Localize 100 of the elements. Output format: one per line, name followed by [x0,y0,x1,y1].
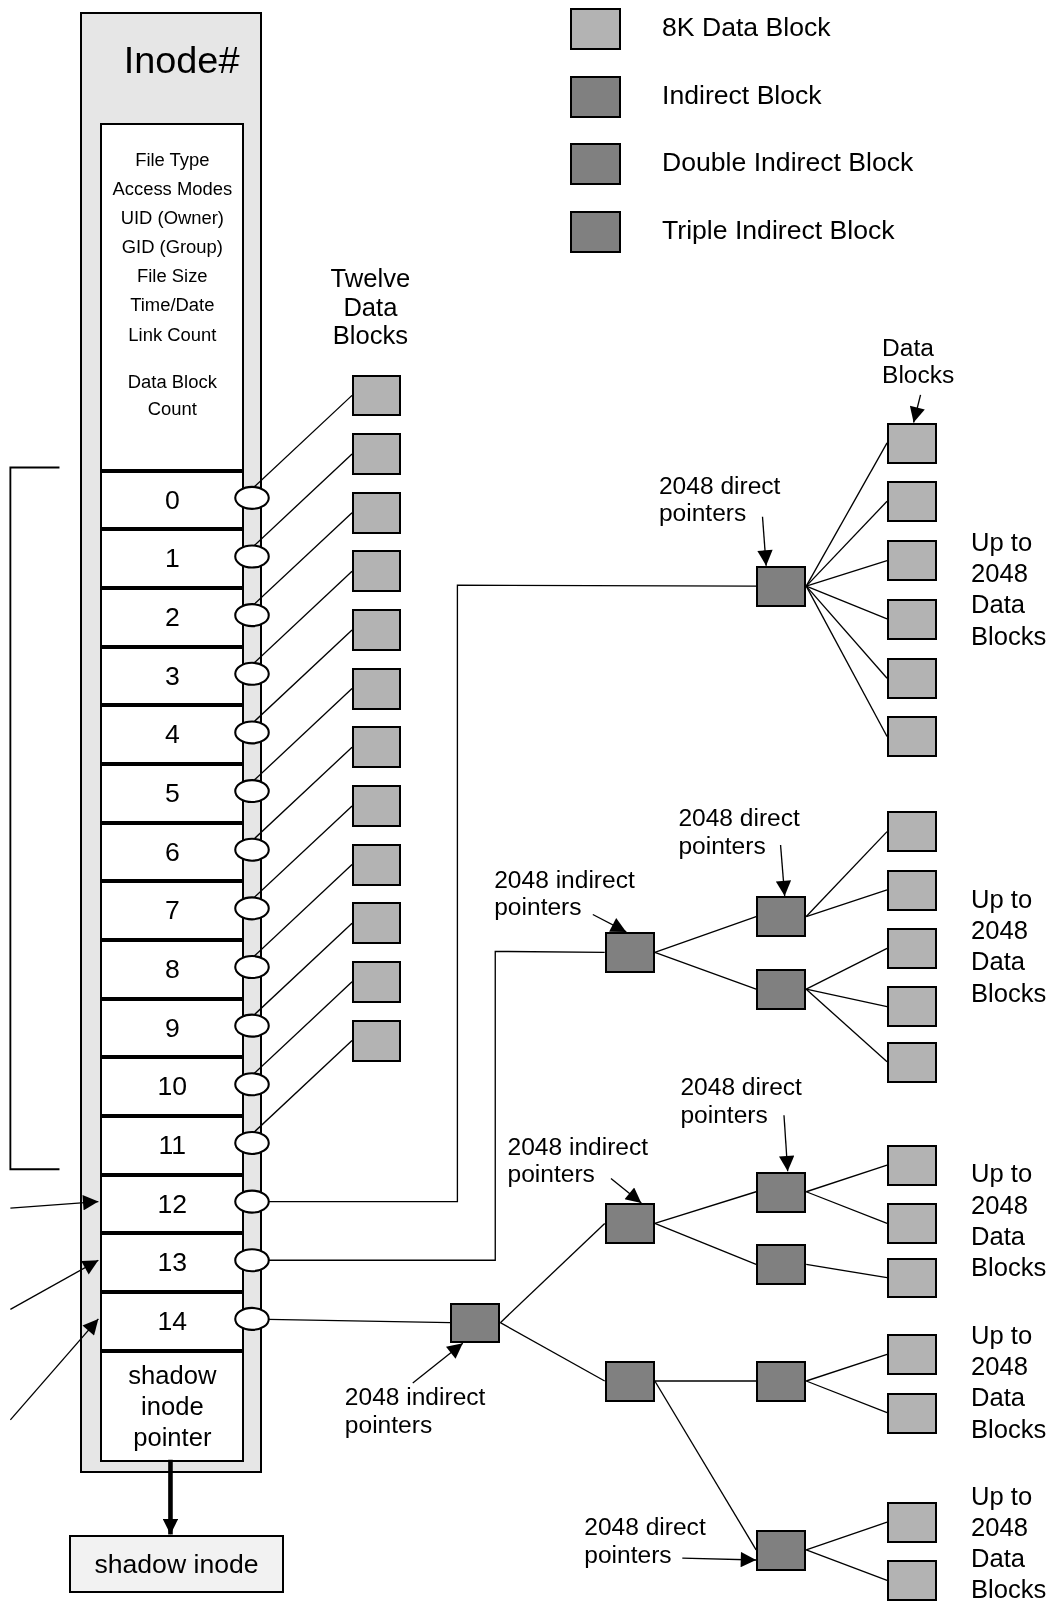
pointer-slot [100,1174,245,1234]
attribute-name: Link Count [127,322,218,347]
leader-arrow [610,1177,642,1204]
indirect-block [756,565,807,607]
data-block [887,928,938,969]
data-block [887,1203,938,1245]
group-heading: Twelve Data Blocks [329,264,412,350]
box-label: shadow inode [94,1548,259,1580]
data-block [887,540,938,582]
arrow [9,1259,99,1311]
pointer-slot [100,646,245,706]
data-block [352,491,402,534]
capacity-note: Up to 2048 Data Blocks [971,1480,1048,1604]
data-block [352,785,402,828]
slot-number: 10 [157,1071,188,1102]
pointer-slot [100,1233,245,1292]
slot-number: 5 [164,777,180,809]
capacity-note: Up to 2048 Data Blocks [971,526,1048,652]
indirect-block [450,1302,501,1344]
data-block [887,422,938,464]
leader-arrow [775,844,792,897]
data-block [352,433,402,476]
attribute-name: File Type [134,148,211,173]
pointer-count-label: 2048 indirect pointers [344,1383,487,1439]
indirect-block [604,932,655,974]
attribute-name: Time/Date [129,293,216,318]
shadow-inode-box [68,1534,285,1594]
data-block [352,961,402,1004]
pointer-slot [100,470,245,530]
pointer-slot [100,705,245,764]
leader-arrow [681,1551,757,1568]
indirect-block [756,896,807,938]
data-block [887,598,938,640]
slot-number: 13 [157,1247,188,1278]
capacity-note: Up to 2048 Data Blocks [971,884,1048,1009]
slot-number: 7 [164,895,180,926]
indirect-block [756,1244,807,1286]
indirect-block [756,969,807,1010]
slot-number: 9 [164,1012,180,1044]
data-block [887,1392,938,1434]
leader-arrow [757,516,773,567]
slot-number: 6 [164,836,180,868]
data-block [352,609,402,652]
slot-number: 12 [157,1188,188,1220]
attribute-name: UID (Owner) [119,206,225,231]
pointer-count-label: 2048 direct pointers [678,804,801,860]
slot-number: 1 [164,543,180,574]
leader-arrow [909,394,925,424]
leader-arrow [412,1342,464,1384]
legend-text: 8K Data Block [662,12,831,44]
attribute-name: File Size [136,264,209,289]
arrow [162,1459,179,1535]
pointer-count-label: 2048 direct pointers [584,1513,707,1569]
slot-number: 14 [157,1305,188,1337]
data-block [887,986,938,1028]
inode-title: Inode# [123,38,240,82]
pointer-slot [100,1057,245,1116]
attribute-name: Access Modes [111,177,234,202]
data-block [352,667,402,710]
arrow [9,1195,99,1211]
pointer-count-label: 2048 indirect pointers [507,1132,650,1188]
indirect-block [604,1360,655,1402]
attribute-name: Data Block Count [126,370,218,421]
attribute-box [100,122,245,471]
data-block [887,480,938,522]
data-block [887,1334,938,1376]
indirect-block [604,1203,655,1245]
pointer-slot [100,1291,245,1351]
data-block [887,811,938,853]
pointer-count-label: 2048 direct pointers [680,1073,803,1129]
leader-arrow [779,1114,795,1172]
legend-text: Indirect Block [662,79,822,111]
data-block [352,1019,402,1062]
data-block [887,869,938,911]
legend-text: Double Indirect Block [662,147,914,179]
data-block [887,657,938,699]
data-block [887,1041,938,1083]
arrow [9,1318,99,1421]
capacity-note: Up to 2048 Data Blocks [971,1319,1048,1445]
pointer-count-label: Data Blocks [882,333,956,389]
data-block [887,716,938,758]
data-block [352,550,402,593]
pointer-slot [100,529,245,588]
data-block [352,843,402,886]
slot-label: shadow inode pointer [127,1360,218,1453]
pointer-slot [100,763,245,823]
slot-number: 4 [164,719,180,750]
indirect-block [756,1360,807,1402]
indirect-block [756,1529,807,1571]
legend-text: Triple Indirect Block [662,214,895,246]
data-block [887,1502,938,1543]
data-block [352,374,402,417]
data-block [887,1560,938,1602]
data-block [352,726,402,769]
indirect-block [756,1171,807,1213]
pointer-slot [100,1115,245,1175]
inode-box [79,12,262,1474]
data-block [352,902,402,945]
pointer-count-label: 2048 direct pointers [658,471,782,527]
pointer-count-label: 2048 indirect pointers [494,865,636,921]
